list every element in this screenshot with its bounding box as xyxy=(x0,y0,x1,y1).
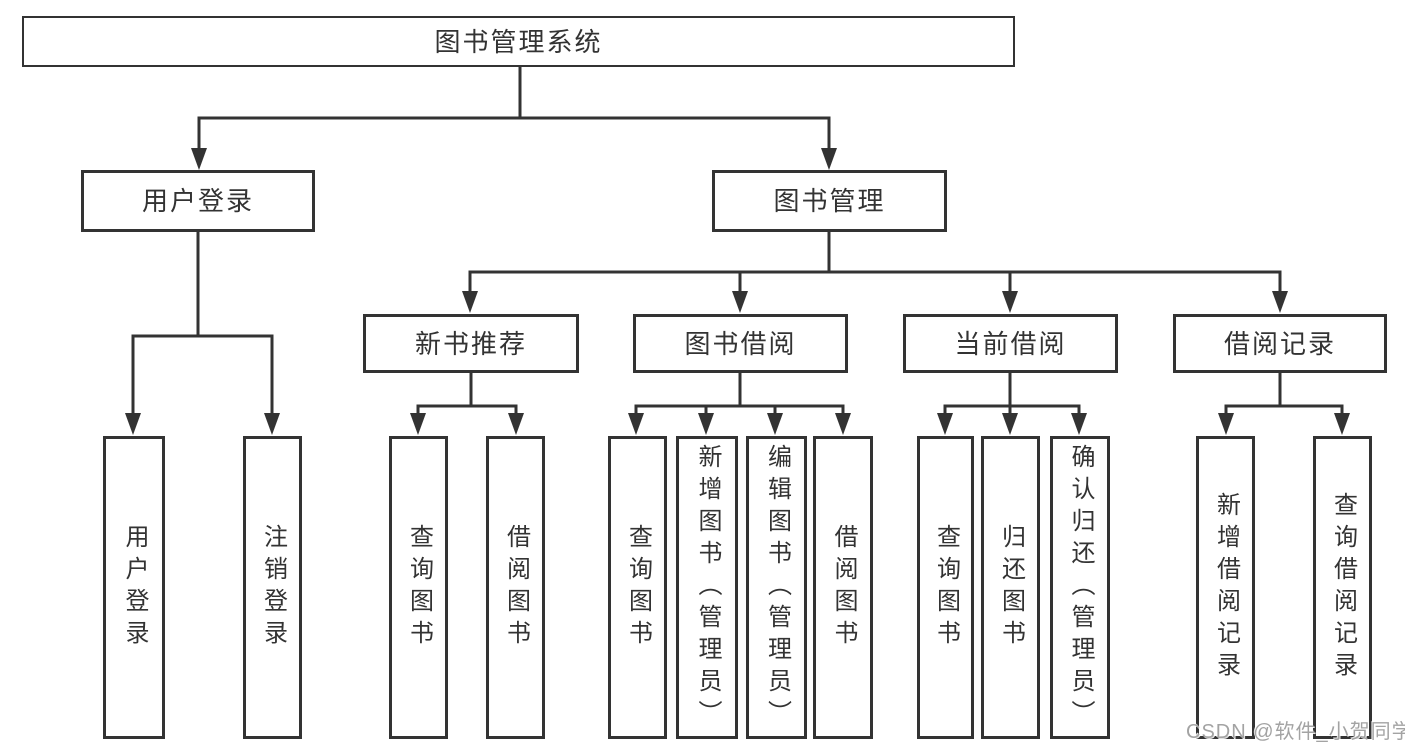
node-label: 当前借阅 xyxy=(954,328,1067,359)
leaf-current-query-books: 查询图书 xyxy=(917,436,974,739)
leaf-borrow-borrow-books: 借阅图书 xyxy=(813,436,873,739)
leaf-records-query-record: 查询借阅记录 xyxy=(1313,436,1372,739)
node-label: 查询图书 xyxy=(932,523,960,652)
node-label: 图书借阅 xyxy=(684,328,797,359)
node-label: 新书推荐 xyxy=(414,328,527,359)
node-label: 查询图书 xyxy=(405,523,433,652)
node-label: 查询借阅记录 xyxy=(1329,491,1357,684)
leaf-recommend-borrow-books: 借阅图书 xyxy=(486,436,545,739)
leaf-current-return-books: 归还图书 xyxy=(981,436,1040,739)
node-label: 借阅记录 xyxy=(1223,328,1336,359)
leaf-user-login: 用户登录 xyxy=(103,436,165,739)
node-library-management-system: 图书管理系统 xyxy=(22,16,1015,67)
node-label: 借阅图书 xyxy=(830,523,857,652)
node-label: 归还图书 xyxy=(997,523,1025,652)
node-label: 图书管理系统 xyxy=(434,26,603,57)
node-label: 用户登录 xyxy=(121,523,148,652)
node-book-management-branch: 图书管理 xyxy=(712,170,947,232)
node-label: 注销登录 xyxy=(259,523,287,652)
node-label: 借阅图书 xyxy=(502,523,530,652)
arrowheads xyxy=(125,148,1350,435)
leaf-current-confirm-return: 确认归还（管理员） xyxy=(1050,436,1110,739)
leaf-borrow-edit-books: 编辑图书（管理员） xyxy=(746,436,807,739)
csdn-watermark: CSDN @软件_小贺同学 xyxy=(1186,721,1405,743)
leaf-records-add-record: 新增借阅记录 xyxy=(1196,436,1255,739)
node-label: 用户登录 xyxy=(141,186,254,216)
node-borrow-records: 借阅记录 xyxy=(1173,314,1387,373)
node-label: 编辑图书（管理员） xyxy=(763,443,791,732)
node-user-login-branch: 用户登录 xyxy=(81,170,315,232)
node-current-borrow: 当前借阅 xyxy=(903,314,1118,373)
leaf-recommend-query-books: 查询图书 xyxy=(389,436,448,739)
node-new-book-recommend: 新书推荐 xyxy=(363,314,579,373)
leaf-logout-login: 注销登录 xyxy=(243,436,302,739)
node-label: 新增借阅记录 xyxy=(1212,491,1240,684)
node-label: 新增图书（管理员） xyxy=(694,443,721,732)
node-label: 确认归还（管理员） xyxy=(1067,443,1094,732)
node-book-borrow: 图书借阅 xyxy=(633,314,848,373)
node-label: 图书管理 xyxy=(773,186,886,216)
leaf-borrow-query-books: 查询图书 xyxy=(608,436,667,739)
leaf-borrow-add-books: 新增图书（管理员） xyxy=(676,436,738,739)
node-label: 查询图书 xyxy=(624,523,652,652)
